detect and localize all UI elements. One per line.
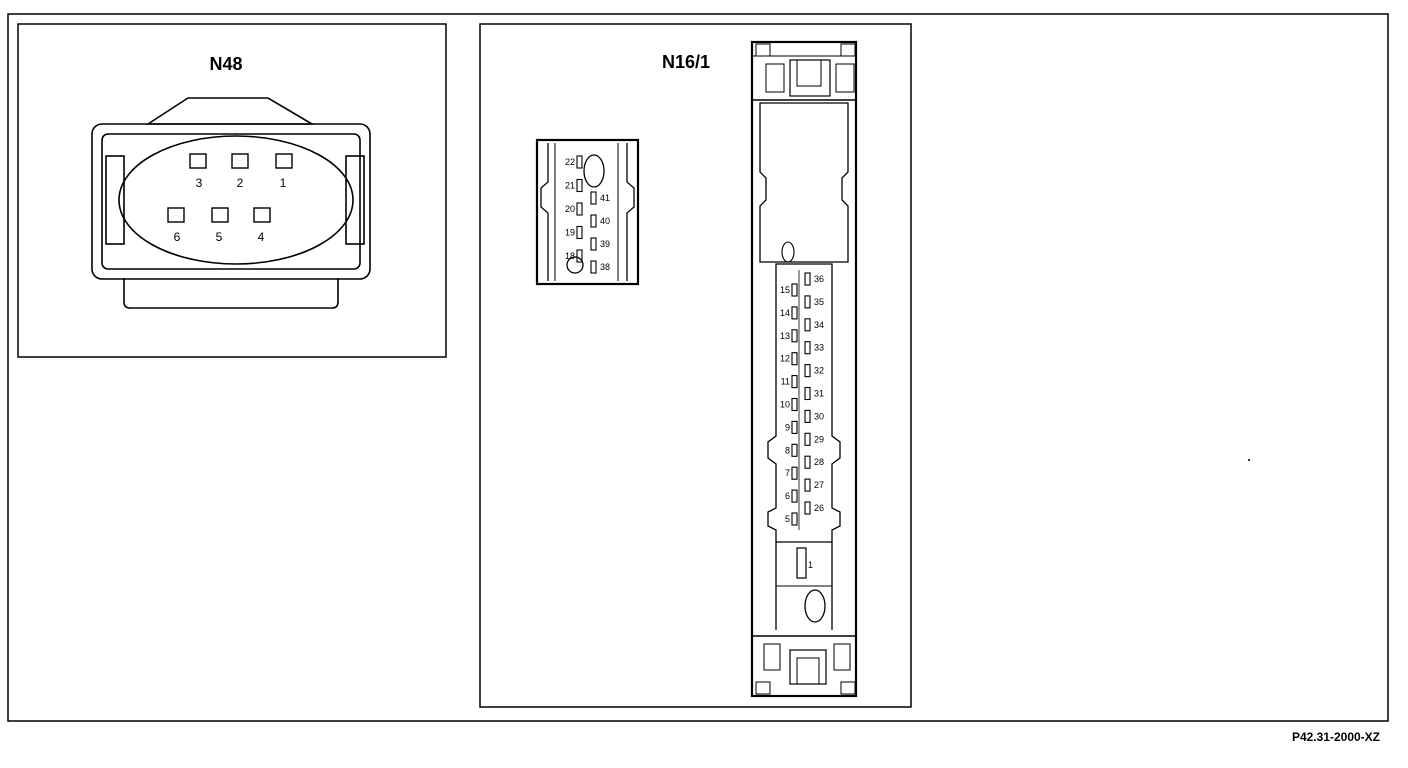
n16-1-pin-7-label: 7 [785, 468, 790, 478]
n16-1-small-block [535, 138, 640, 286]
n48-pin-5 [211, 207, 229, 223]
n48-pin-4 [253, 207, 271, 223]
n48-title: N48 [209, 54, 242, 74]
n16-1-pin-7-slot [791, 466, 798, 480]
n16-1-pin-14-label: 14 [780, 308, 790, 318]
n16-1-pin-29-slot [804, 432, 811, 446]
n48-pin-label-5: 5 [216, 230, 223, 244]
n16-1-pin-33-label: 33 [814, 343, 824, 353]
n16-1-pin-36-label: 36 [814, 274, 824, 284]
reference-code: P42.31-2000-XZ [1292, 730, 1380, 744]
n16-1-pin-28-slot [804, 455, 811, 469]
n48-pin-label-2: 2 [237, 176, 244, 190]
n48-connector-body [91, 97, 371, 309]
n16-1-pin-11-slot [791, 375, 798, 389]
n48-pin-1 [275, 153, 293, 169]
n16-1-title: N16/1 [662, 52, 710, 72]
n16-1-pin-41-slot [590, 191, 597, 205]
outer-frame [7, 13, 1389, 722]
n16-1-pin-38-label: 38 [600, 262, 610, 272]
n48-pin-6 [167, 207, 185, 223]
n16-1-pin-13-label: 13 [780, 331, 790, 341]
n16-1-pin-15-label: 15 [780, 285, 790, 295]
panel-n16-1-frame [479, 23, 912, 708]
n16-1-pin-6-slot [791, 489, 798, 503]
n16-1-pin-9-label: 9 [785, 422, 790, 432]
n16-1-pin-31-slot [804, 386, 811, 401]
n16-1-small-pins: 22 21 20 19 18 41 40 39 38 [565, 155, 610, 274]
n16-1-pin-12-slot [791, 352, 798, 366]
n16-1-pin-15-slot [791, 283, 798, 297]
n16-1-pin-36-slot [804, 272, 811, 286]
n16-1-pin-18-slot [576, 249, 583, 263]
n48-pin-label-4: 4 [258, 230, 265, 244]
n16-1-pin-22-slot [576, 155, 583, 169]
n16-1-pin-33-slot [804, 341, 811, 355]
n48-pin-label-1: 1 [280, 176, 287, 190]
n48-pins: 3 2 1 6 5 4 [167, 153, 293, 244]
n16-1-pin-40-slot [590, 214, 597, 228]
n16-1-tall-pins: 15 14 13 12 11 10 9 8 7 6 5 36 35 34 33 32 31 30 29 28 27 26 [780, 272, 824, 526]
n16-1-pin-12-label: 12 [780, 354, 790, 364]
panel-n48-frame [17, 23, 447, 358]
n16-1-pin-30-label: 30 [814, 411, 824, 421]
n16-1-pin-14-slot [791, 306, 798, 320]
n48-pin-3 [189, 153, 207, 169]
n16-1-pin-11-label: 11 [781, 377, 790, 387]
n16-1-pin-31-label: 31 [814, 389, 824, 399]
n16-1-pin-41-label: 41 [600, 193, 610, 203]
n16-1-pin-35-slot [804, 295, 811, 309]
n16-1-pin-19-label: 19 [565, 228, 575, 238]
n16-1-pin-29-label: 29 [814, 434, 824, 444]
n16-1-pin-38-slot [590, 260, 597, 274]
n16-1-tall-block [750, 40, 858, 698]
n16-1-pin-18-label: 18 [565, 251, 575, 261]
n16-1-pin-10-slot [791, 397, 798, 412]
n16-1-pin-26-label: 26 [814, 503, 824, 513]
n16-1-pin-34-label: 34 [814, 320, 824, 330]
n16-1-pin-39-slot [590, 237, 597, 251]
n16-1-pin-20-label: 20 [565, 204, 575, 214]
n16-1-pin-30-slot [804, 409, 811, 423]
n16-1-pin-40-label: 40 [600, 216, 610, 226]
n16-1-pin-21-label: 21 [565, 181, 575, 191]
n16-1-pin-10-label: 10 [780, 400, 790, 410]
n16-1-pin-label-1: 1 [808, 560, 813, 570]
n16-1-pin-22-label: 22 [565, 157, 575, 167]
n16-1-pin-34-slot [804, 318, 811, 332]
n16-1-pin-5-label: 5 [785, 514, 790, 524]
stray-dot [1248, 459, 1250, 461]
n16-1-pin-26-slot [804, 501, 811, 515]
n16-1-pin-13-slot [791, 329, 798, 343]
n16-1-pin-32-label: 32 [814, 366, 824, 376]
n16-1-pin-35-label: 35 [814, 297, 824, 307]
n16-1-pin-8-slot [791, 443, 798, 457]
n16-1-pin-9-slot [791, 420, 798, 434]
n16-1-pin-8-label: 8 [785, 445, 790, 455]
n16-1-pin-20-slot [576, 202, 583, 216]
panel-n48: N48 3 2 1 6 5 4 [17, 23, 447, 358]
n16-1-pin-32-slot [804, 364, 811, 378]
n48-pin-2 [231, 153, 249, 169]
n16-1-pin-6-label: 6 [785, 491, 790, 501]
n16-1-pin-21-slot [576, 178, 583, 193]
n16-1-pin-5-slot [791, 512, 798, 526]
n16-1-pin-39-label: 39 [600, 239, 610, 249]
n16-1-pin-27-label: 27 [814, 480, 824, 490]
n48-pin-label-3: 3 [196, 176, 203, 190]
n48-pin-label-6: 6 [174, 230, 181, 244]
n16-1-pin-27-slot [804, 478, 811, 492]
n16-1-pin-28-label: 28 [814, 457, 824, 467]
n16-1-pin-19-slot [576, 225, 583, 240]
